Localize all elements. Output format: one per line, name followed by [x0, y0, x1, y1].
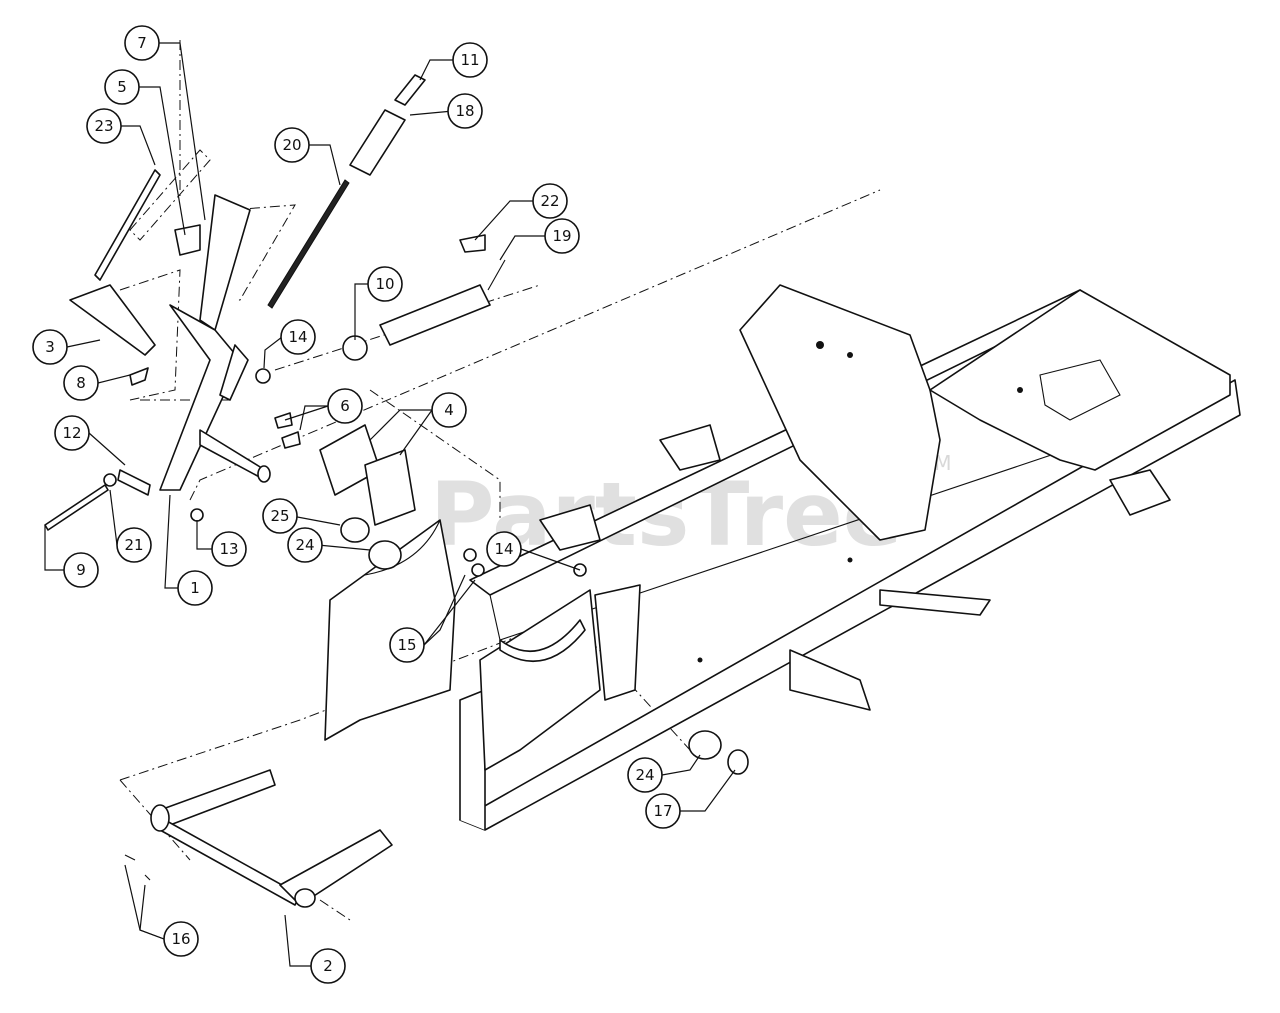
svg-text:4: 4 — [444, 401, 454, 419]
callout-3: 3 — [32, 329, 68, 365]
svg-text:20: 20 — [282, 136, 301, 154]
brackets — [274, 412, 749, 775]
svg-text:24: 24 — [295, 536, 314, 554]
callout-22: 22 — [532, 183, 568, 219]
callout-8: 8 — [63, 365, 99, 401]
lift-handle-assembly — [44, 169, 271, 531]
svg-text:21: 21 — [124, 536, 143, 554]
svg-text:7: 7 — [137, 34, 147, 52]
callout-6: 6 — [327, 388, 363, 424]
svg-text:14: 14 — [494, 540, 513, 558]
callout-25: 25 — [262, 498, 298, 534]
svg-text:14: 14 — [288, 328, 307, 346]
svg-text:19: 19 — [552, 227, 571, 245]
svg-text:3: 3 — [45, 338, 55, 356]
callout-11: 11 — [452, 42, 488, 78]
pivot-bar-assembly — [124, 769, 393, 908]
callout-17: 17 — [645, 793, 681, 829]
svg-text:17: 17 — [653, 802, 672, 820]
callout-9: 9 — [63, 552, 99, 588]
svg-text:16: 16 — [171, 930, 190, 948]
svg-text:22: 22 — [540, 192, 559, 210]
callout-7: 7 — [124, 25, 160, 61]
callout-19: 19 — [544, 218, 580, 254]
callout-20: 20 — [274, 127, 310, 163]
svg-text:24: 24 — [635, 766, 654, 784]
callout-10: 10 — [367, 266, 403, 302]
svg-text:15: 15 — [397, 636, 416, 654]
leader-lines — [44, 42, 736, 967]
spring-and-tube — [267, 74, 506, 361]
assembly-lines — [119, 40, 881, 921]
callout-2: 2 — [310, 948, 346, 984]
callout-16: 16 — [163, 921, 199, 957]
svg-text:1: 1 — [190, 579, 200, 597]
svg-text:12: 12 — [62, 424, 81, 442]
svg-text:6: 6 — [340, 397, 350, 415]
callout-13: 13 — [211, 531, 247, 567]
callout-14-upper: 14 — [280, 319, 316, 355]
svg-text:11: 11 — [460, 51, 479, 69]
callout-21: 21 — [116, 527, 152, 563]
callout-12: 12 — [54, 415, 90, 451]
svg-text:18: 18 — [455, 102, 474, 120]
svg-text:25: 25 — [270, 507, 289, 525]
svg-text:13: 13 — [219, 540, 238, 558]
svg-text:5: 5 — [117, 78, 127, 96]
callout-18: 18 — [447, 93, 483, 129]
callout-24-lower: 24 — [627, 757, 663, 793]
svg-text:10: 10 — [375, 275, 394, 293]
callout-1: 1 — [177, 570, 213, 606]
callout-15: 15 — [389, 627, 425, 663]
main-frame — [459, 284, 1241, 831]
side-plates — [324, 519, 601, 771]
callout-5: 5 — [104, 69, 140, 105]
callout-14-lower: 14 — [486, 531, 522, 567]
callout-24-upper: 24 — [287, 527, 323, 563]
svg-text:9: 9 — [76, 561, 86, 579]
svg-text:23: 23 — [94, 117, 113, 135]
callout-23: 23 — [86, 108, 122, 144]
svg-text:8: 8 — [76, 374, 86, 392]
callout-4: 4 — [431, 392, 467, 428]
svg-text:2: 2 — [323, 957, 333, 975]
